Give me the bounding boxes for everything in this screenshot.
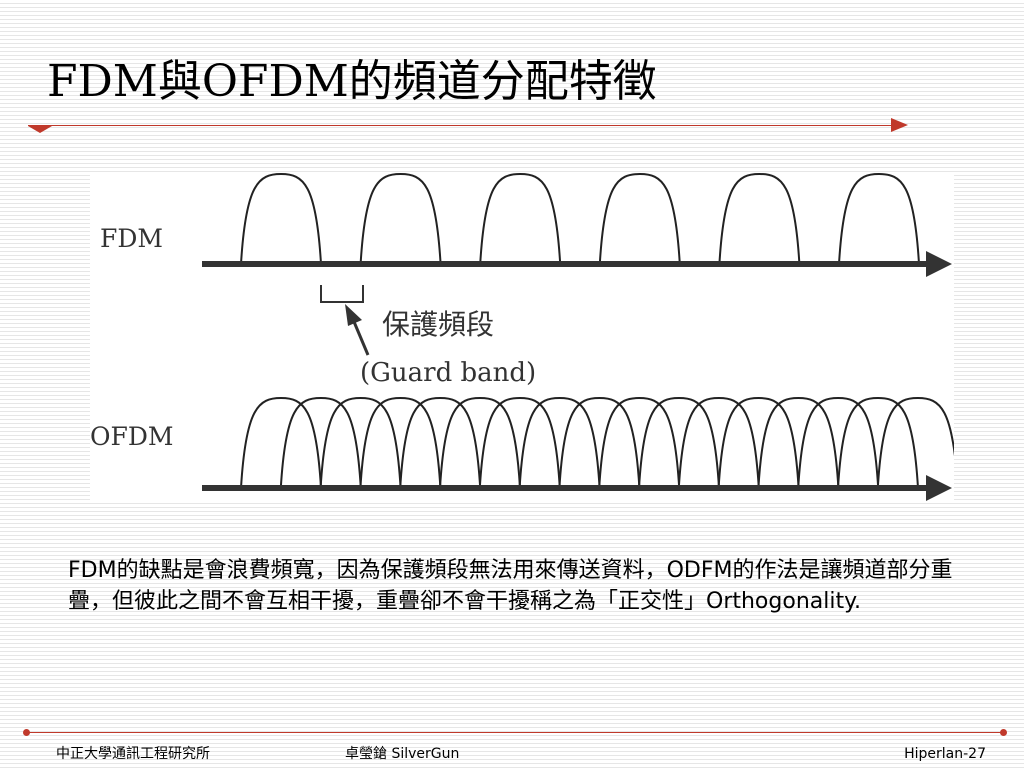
guard-band-bracket [320,285,364,303]
fdm-channel-arch [838,172,920,265]
ofdm-subcarrier-arch [638,396,720,489]
dot-icon [23,729,30,736]
ofdm-subcarrier-arch [359,396,442,489]
fdm-channel-arch [479,172,562,265]
fdm-channel-arch [359,172,442,265]
fdm-channel-arch [598,172,681,265]
fdm-frequency-axis [202,251,952,277]
footer-institution: 中正大學通訊工程研究所 [56,746,210,762]
ofdm-subcarrier-arch [797,396,880,489]
slide-title: FDM與OFDM的頻道分配特徵 [47,56,657,107]
ofdm-subcarrier-arch [279,396,362,489]
fdm-channel-arch [718,172,801,265]
fdm-axis-label: FDM [100,224,163,253]
ofdm-subcarrier-arch [717,396,800,489]
title-underline [28,125,896,126]
ofdm-subcarrier-arch [677,396,760,489]
description-paragraph: FDM的缺點是會浪費頻寬，因為保護頻段無法用來傳送資料，ODFM的作法是讓頻道部… [68,558,953,614]
guard-band-english-label: (Guard band) [360,358,536,388]
triangle-right-icon [891,118,908,132]
footer-author: 卓瑩鎗 SilverGun [345,746,460,762]
dot-icon [1000,729,1007,736]
ofdm-subcarrier-arch [399,396,482,489]
ofdm-subcarrier-arch [837,396,919,489]
ofdm-subcarrier-arch [558,396,641,489]
guard-band-chinese-label: 保護頻段 [382,308,494,341]
ofdm-axis-label: OFDM [90,422,173,451]
ofdm-subcarrier-arch [598,396,681,489]
fdm-channel-arch [240,172,322,265]
footer-page-number: Hiperlan-27 [904,746,986,762]
fdm-channel-group [240,172,920,265]
ofdm-subcarrier-arch [518,396,601,489]
ofdm-subcarrier-arch [478,396,561,489]
spectrum-diagram: FDM OFDM 保護頻段 (Guard band) [90,172,954,501]
fdm-ofdm-figure: FDM OFDM 保護頻段 (Guard band) [90,172,954,502]
ofdm-subcarrier-arch [240,396,322,489]
ofdm-frequency-axis [202,475,952,501]
ofdm-subcarrier-group [240,396,954,489]
ofdm-subcarrier-arch [876,396,954,489]
arrow-up-left-icon [345,304,370,356]
ofdm-subcarrier-arch [757,396,840,489]
ofdm-subcarrier-arch [319,396,402,489]
footer-rule [26,732,1004,733]
ofdm-subcarrier-arch [439,396,521,489]
triangle-down-icon [28,126,52,133]
